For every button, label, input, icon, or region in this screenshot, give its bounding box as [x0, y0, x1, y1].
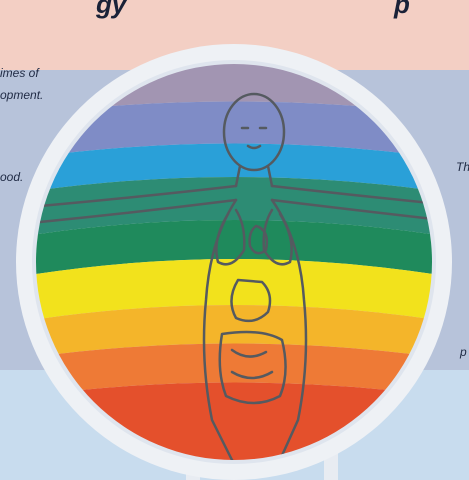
body-circle-diagram [0, 0, 469, 480]
rainbow-bands [0, 0, 469, 480]
illustration-stage: gy p imes of opment. ood. Th p [0, 0, 469, 480]
